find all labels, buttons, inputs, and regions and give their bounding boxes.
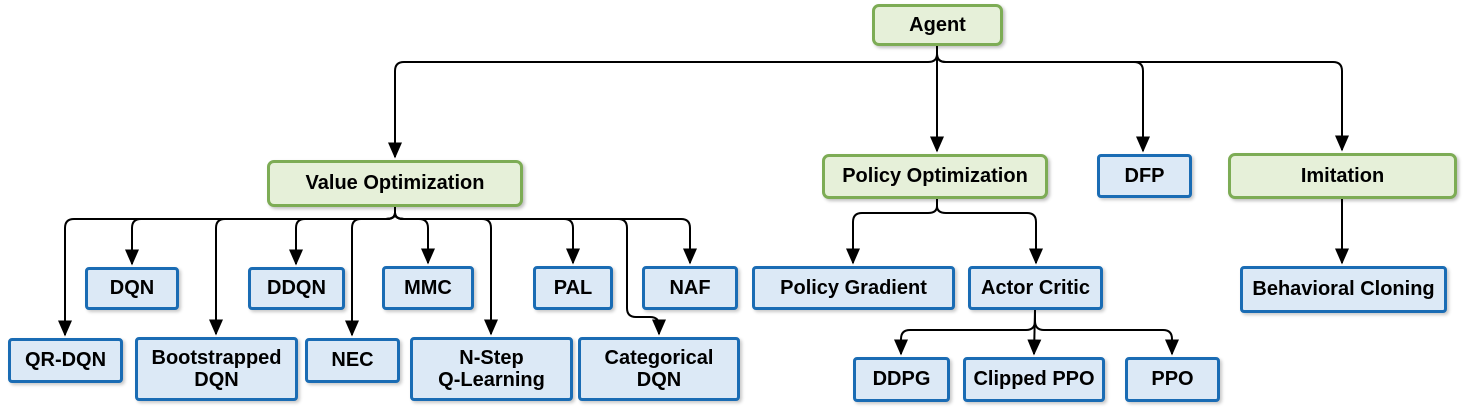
edge-agent-to-imitation bbox=[936, 46, 1349, 152]
node-bootstrapped-dqn: Bootstrapped DQN bbox=[135, 337, 298, 401]
node-n-step-q-learning: N-Step Q-Learning bbox=[410, 337, 573, 401]
node-imitation: Imitation bbox=[1228, 153, 1457, 199]
node-dfp: DFP bbox=[1097, 154, 1192, 198]
node-label-imitation: Imitation bbox=[1300, 164, 1385, 187]
node-mmc: MMC bbox=[382, 266, 474, 310]
node-agent: Agent bbox=[872, 4, 1003, 46]
node-label-clipped-ppo: Clipped PPO bbox=[973, 368, 1095, 391]
edge-policy-optimization-to-policy-gradient bbox=[846, 199, 938, 265]
node-ppo: PPO bbox=[1125, 357, 1220, 402]
edge-actor-critic-to-ddpg bbox=[894, 310, 1036, 356]
node-ddqn: DDQN bbox=[248, 267, 345, 310]
node-dqn: DQN bbox=[85, 267, 179, 310]
edge-value-optimization-to-ddqn bbox=[289, 207, 396, 266]
node-label-mmc: MMC bbox=[404, 276, 452, 299]
edge-value-optimization-to-pal bbox=[394, 207, 580, 265]
node-actor-critic: Actor Critic bbox=[968, 266, 1103, 310]
node-label-nec: NEC bbox=[331, 349, 374, 372]
edge-agent-to-dfp bbox=[936, 46, 1150, 153]
node-label-n-step-q-learning: N-Step Q-Learning bbox=[438, 346, 545, 391]
node-label-value-optimization: Value Optimization bbox=[305, 172, 485, 195]
node-behavioral-cloning: Behavioral Cloning bbox=[1240, 266, 1447, 313]
node-label-naf: NAF bbox=[669, 276, 711, 299]
node-qr-dqn: QR-DQN bbox=[8, 338, 123, 383]
edge-actor-critic-to-clipped-ppo bbox=[1027, 309, 1042, 356]
edge-actor-critic-to-ppo bbox=[1034, 310, 1179, 356]
node-pal: PAL bbox=[533, 266, 613, 310]
edge-agent-to-value-optimization bbox=[388, 46, 938, 159]
node-value-optimization: Value Optimization bbox=[267, 160, 523, 207]
node-nec: NEC bbox=[305, 338, 400, 383]
edge-value-optimization-to-mmc bbox=[394, 207, 435, 265]
node-naf: NAF bbox=[642, 266, 738, 310]
node-label-bootstrapped-dqn: Bootstrapped DQN bbox=[151, 346, 282, 391]
node-policy-optimization: Policy Optimization bbox=[822, 154, 1048, 199]
edge-value-optimization-to-naf bbox=[394, 207, 697, 265]
edge-policy-optimization-to-actor-critic bbox=[936, 199, 1043, 265]
node-label-ppo: PPO bbox=[1151, 368, 1194, 391]
node-label-dqn: DQN bbox=[109, 277, 155, 300]
node-clipped-ppo: Clipped PPO bbox=[963, 357, 1105, 402]
node-label-dfp: DFP bbox=[1124, 164, 1165, 187]
node-categorical-dqn: Categorical DQN bbox=[578, 337, 740, 401]
edge-value-optimization-to-dqn bbox=[125, 207, 396, 266]
node-label-policy-optimization: Policy Optimization bbox=[842, 165, 1028, 188]
node-label-ddqn: DDQN bbox=[267, 277, 326, 300]
node-label-actor-critic: Actor Critic bbox=[981, 276, 1090, 299]
node-label-categorical-dqn: Categorical DQN bbox=[604, 346, 714, 391]
node-label-pal: PAL bbox=[553, 276, 593, 299]
node-label-agent: Agent bbox=[909, 13, 966, 36]
node-ddpg: DDPG bbox=[853, 357, 950, 402]
node-label-qr-dqn: QR-DQN bbox=[24, 349, 107, 372]
node-policy-gradient: Policy Gradient bbox=[752, 266, 955, 310]
node-label-ddpg: DDPG bbox=[872, 368, 931, 391]
node-label-policy-gradient: Policy Gradient bbox=[780, 276, 927, 299]
node-label-behavioral-cloning: Behavioral Cloning bbox=[1252, 278, 1435, 301]
